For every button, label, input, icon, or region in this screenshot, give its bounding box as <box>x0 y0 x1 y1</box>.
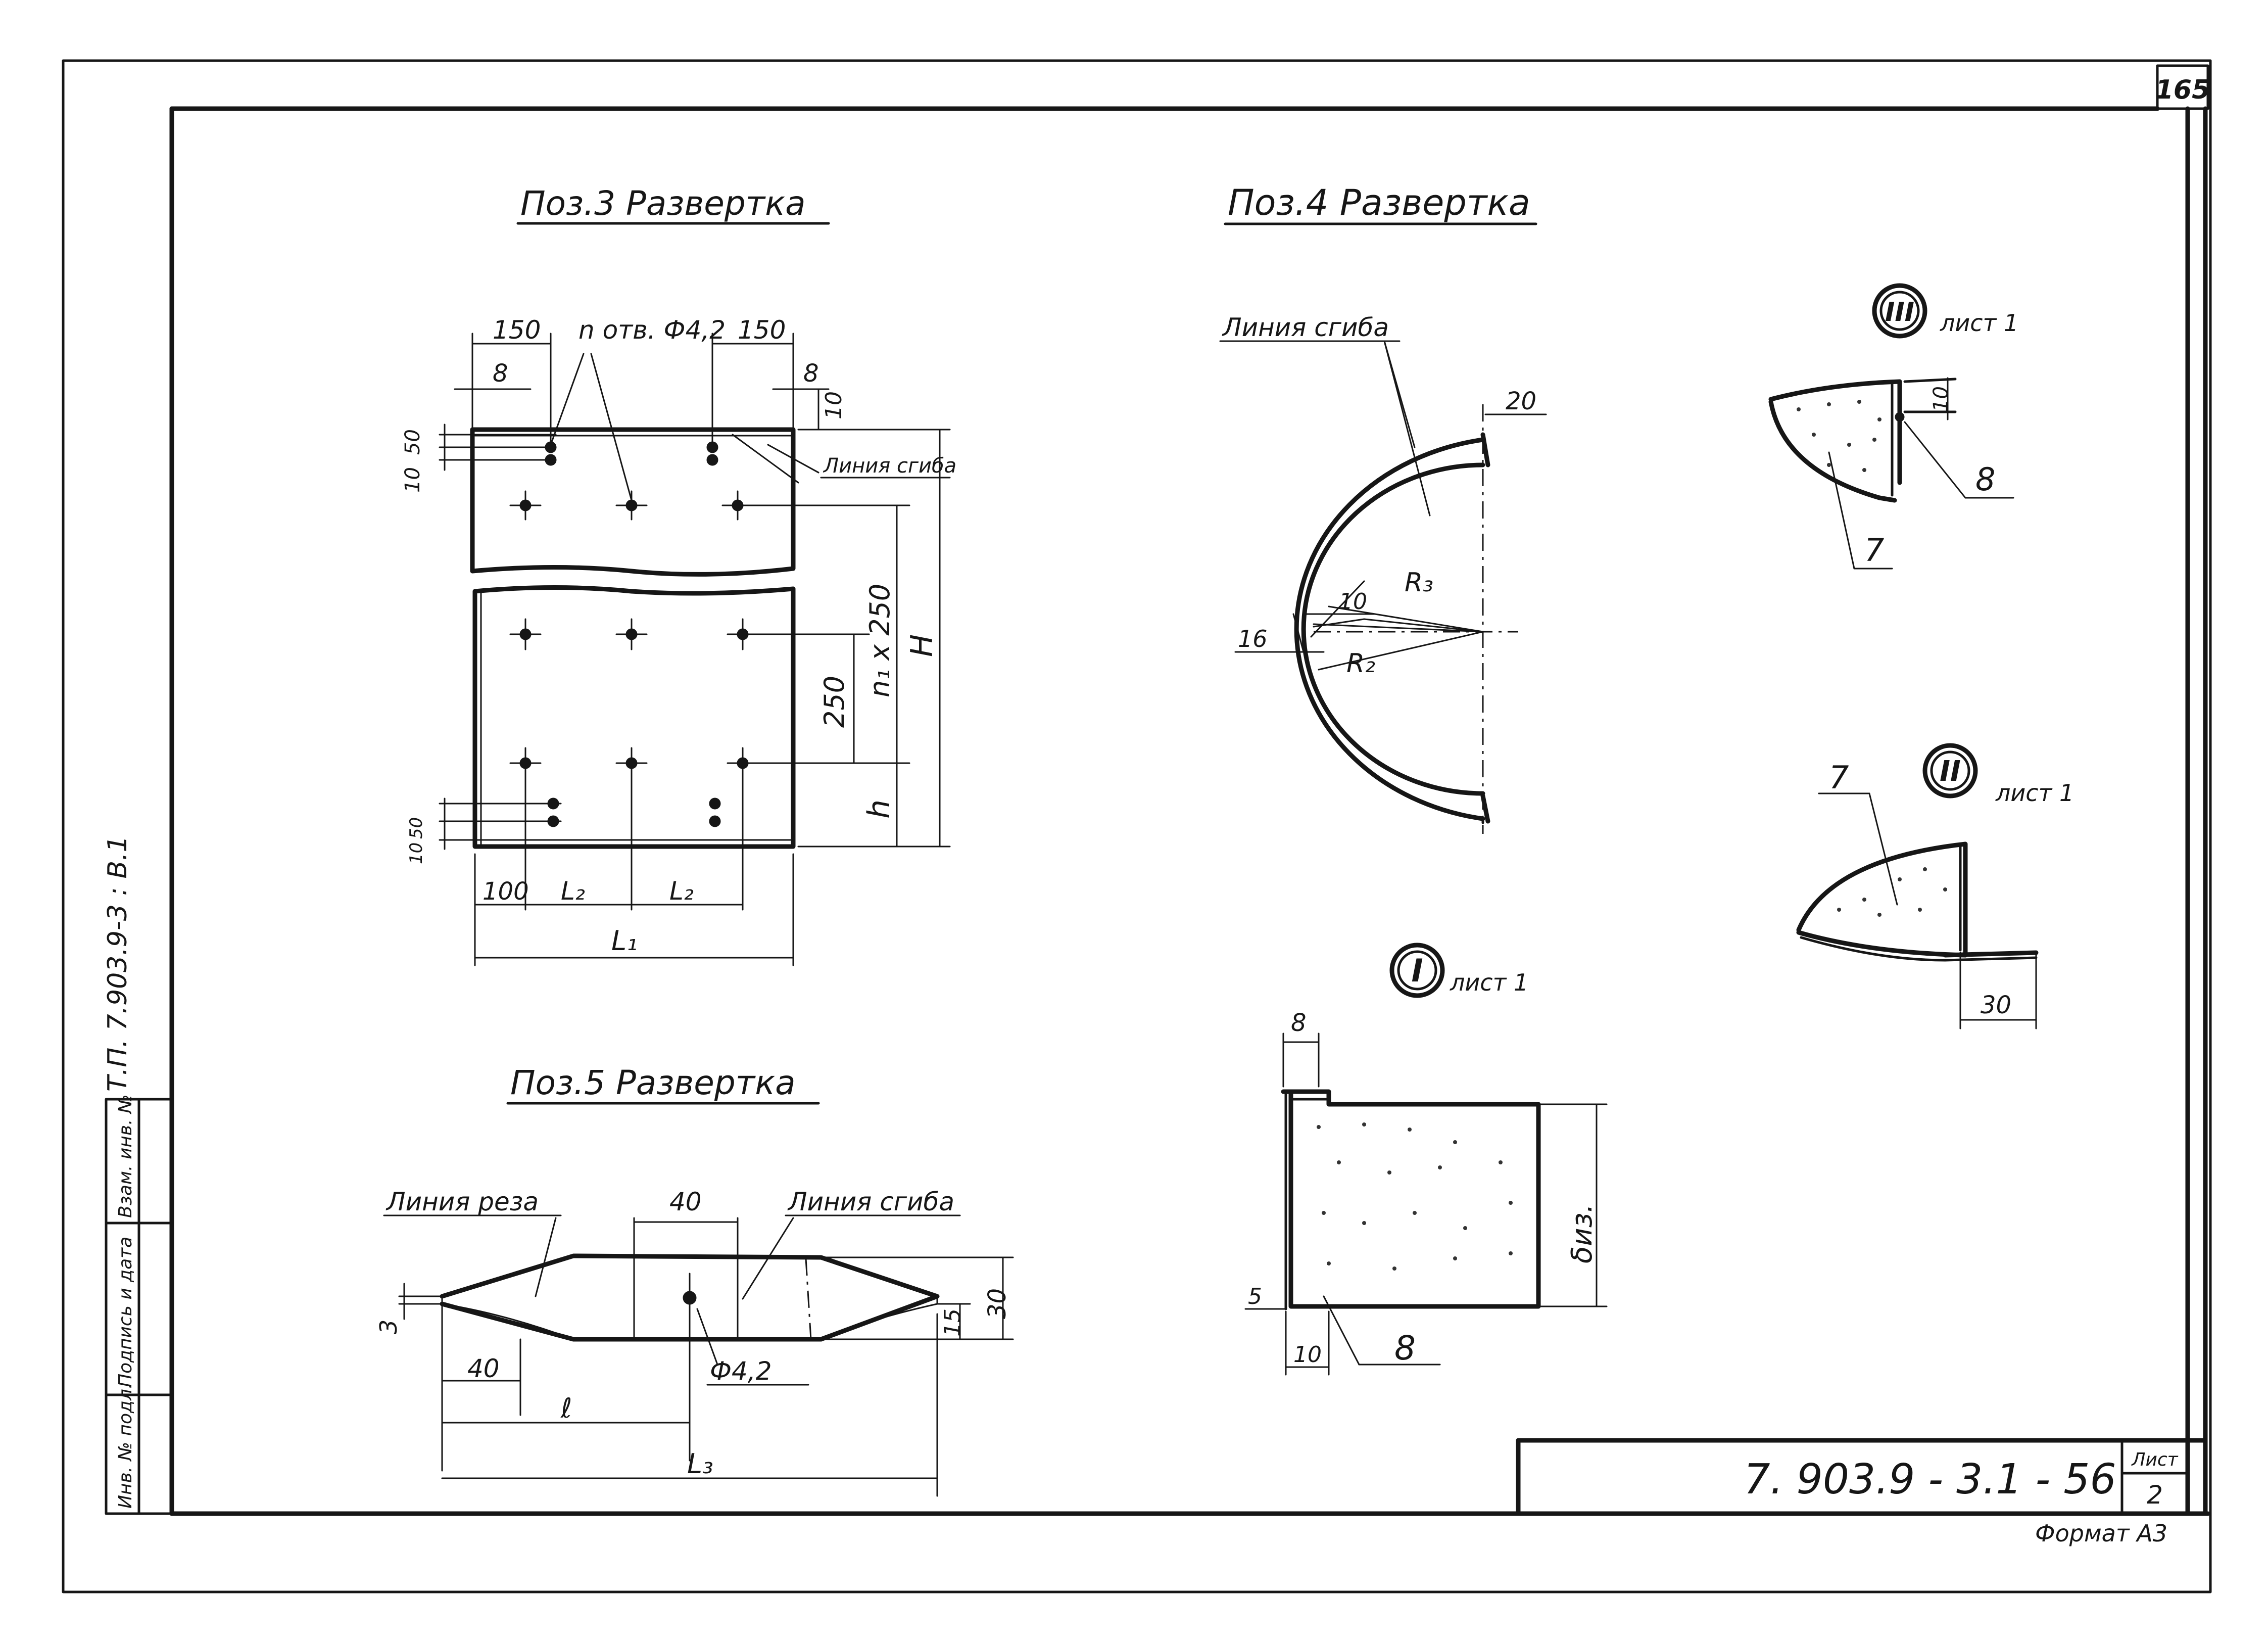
pos3-dim-150b: 150 <box>738 315 786 345</box>
pos4-dim-10: 10 <box>1339 589 1367 615</box>
pos3-dim-10a: 10 <box>821 391 847 419</box>
pos3-plate-upper <box>470 427 796 577</box>
pos5-cut-label: Линия реза <box>385 1187 539 1216</box>
pos3-dim-100: 100 <box>482 877 529 906</box>
pos5-dim-3: 3 <box>375 1320 402 1334</box>
pos3-dim-L1: L₁ <box>611 925 638 957</box>
detail-III-dim-10: 10 <box>1929 386 1953 412</box>
detail-I-dim-10: 10 <box>1293 1342 1322 1368</box>
page-number: 165 <box>2155 75 2210 105</box>
detail-II-mark <box>1922 743 1978 799</box>
pos5-dim-hole: Ф4,2 <box>710 1356 772 1386</box>
doc-code: 7. 903.9 - 3.1 - 56 <box>1744 1456 2116 1504</box>
pos5-dim-30: 30 <box>983 1288 1011 1319</box>
pos3-dim-L2a: L₂ <box>561 876 585 906</box>
detail-II-dim-30: 30 <box>1981 991 2011 1019</box>
pos5-dim-L3: L₃ <box>687 1448 713 1480</box>
pos3-title: Поз.3 Развертка <box>520 184 806 223</box>
detail-III-callout-7: 7 <box>1864 532 1884 569</box>
pos3-dimensions <box>439 333 951 966</box>
pos3-dim-L2b: L₂ <box>669 876 694 906</box>
pos4-dim-20: 20 <box>1506 387 1536 415</box>
pos3-dim-10c: 10 <box>406 842 426 864</box>
pos3-holes-label: n отв. Ф4,2 <box>578 315 726 345</box>
pos3-bend-label: Линия сгиба <box>823 454 956 478</box>
pos3-dim-250: 250 <box>818 676 850 728</box>
title-block <box>1516 1438 2208 1516</box>
pos3-dim-10b: 10 <box>401 467 424 493</box>
pos4-bend-leader-2 <box>1383 340 1431 517</box>
pos3-dim-150a: 150 <box>493 315 541 345</box>
pos3-holes-upper <box>509 441 754 521</box>
pos3-dim-n1x250: n₁ x 250 <box>864 584 896 697</box>
pos4-half-ring <box>1234 404 1547 834</box>
pos5-dim-15: 15 <box>940 1308 966 1337</box>
page-number-box <box>2156 64 2209 110</box>
pos3-holes-lower <box>509 618 759 827</box>
pos4-bend-label: Линия сгиба <box>1222 313 1389 342</box>
pos4-dim-R2: R₂ <box>1346 648 1375 679</box>
pos5-dim-40: 40 <box>467 1354 500 1383</box>
detail-II-numeral: II <box>1940 755 1961 788</box>
detail-II-sheet: лист 1 <box>1995 779 2074 807</box>
detail-II-callout: 7 <box>1829 759 1849 796</box>
format-label: Формат А3 <box>2035 1520 2167 1547</box>
detail-I-dim-thickness: δиз. <box>1566 1204 1599 1263</box>
detail-I-sheet: лист 1 <box>1450 969 1528 996</box>
detail-II-body <box>1796 792 2039 1029</box>
detail-I-dim-5: 5 <box>1248 1284 1262 1309</box>
pos3-plate-lower <box>472 585 796 849</box>
detail-III-sheet: лист 1 <box>1940 309 2018 337</box>
pos3-dim-8b: 8 <box>803 359 819 388</box>
sheet-label: Лист <box>2131 1449 2178 1470</box>
pos3-dim-8a: 8 <box>493 359 508 388</box>
side-cell-2: Подпись и дата <box>115 1237 136 1387</box>
pos5-bend-label: Линия сгиба <box>787 1187 954 1216</box>
detail-III-numeral: III <box>1885 297 1914 327</box>
pos3-dim-50b: 50 <box>406 817 426 839</box>
pos5-dim-40-top: 40 <box>669 1187 702 1216</box>
detail-III-body <box>1768 377 2014 570</box>
pos3-dim-h: h <box>861 800 897 819</box>
pos4-dim-R3: R₃ <box>1405 568 1433 598</box>
pos4-title: Поз.4 Развертка <box>1228 182 1530 223</box>
side-cell-3: Взам. инв. № <box>115 1095 136 1218</box>
outer-frame <box>62 59 2212 1593</box>
detail-I-callout: 8 <box>1394 1329 1416 1368</box>
detail-III-callout-8: 8 <box>1975 461 1995 498</box>
pos5-title: Поз.5 Развертка <box>510 1063 796 1102</box>
pos4-dim-16: 16 <box>1238 625 1268 652</box>
sheet-number: 2 <box>2147 1480 2163 1510</box>
pos3-dim-H: H <box>904 634 940 657</box>
side-cell-1: Инв. № подл. <box>115 1383 136 1509</box>
pos5-dim-l: ℓ <box>560 1392 572 1424</box>
detail-I-dim-8: 8 <box>1291 1009 1307 1037</box>
pos5-blank <box>398 1217 1014 1497</box>
pos3-dim-50a: 50 <box>401 429 424 455</box>
detail-III-mark <box>1872 283 1927 339</box>
detail-I-body <box>1244 1033 1608 1376</box>
side-code: Т.П. 7.903.9-3 : В.1 <box>103 835 133 1092</box>
detail-I-numeral: I <box>1411 952 1423 989</box>
detail-I-mark <box>1389 943 1445 998</box>
